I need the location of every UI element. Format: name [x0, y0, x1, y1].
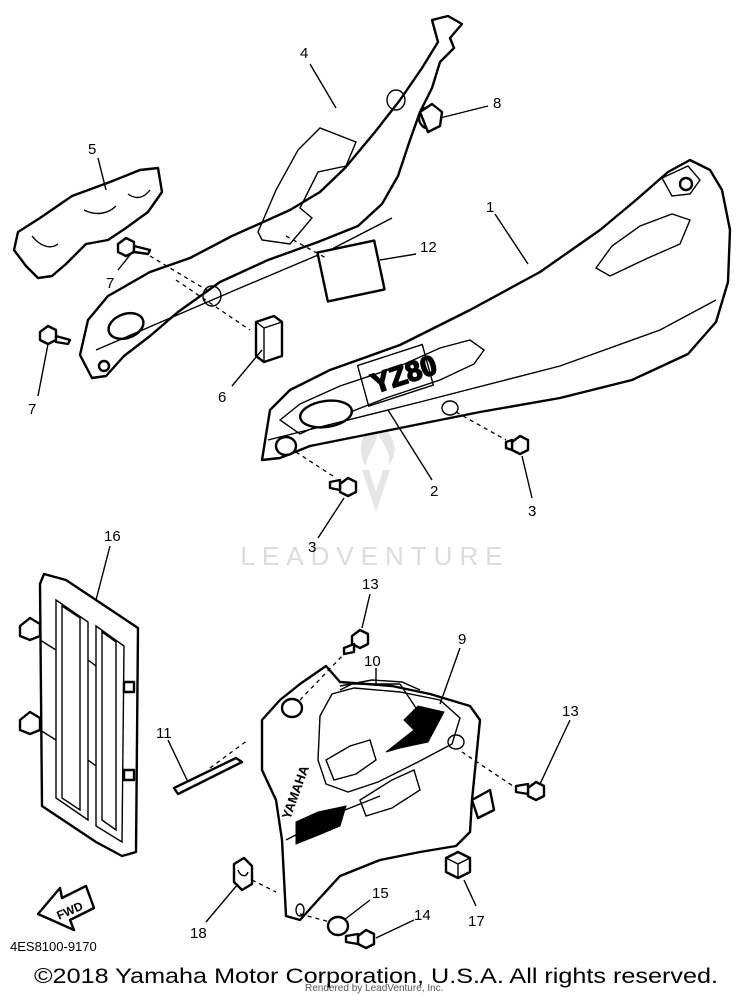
callout-3-right: 3	[528, 503, 536, 520]
part-4-side-cover	[78, 14, 464, 380]
part-5-frame-cover	[12, 166, 164, 280]
callout-1: 1	[486, 199, 494, 216]
part-8-grommet	[417, 102, 444, 134]
callout-7-upper: 7	[106, 275, 114, 292]
callout-2: 2	[430, 483, 438, 500]
copyright-text: ©2018 Yamaha Motor Corporation, U.S.A. A…	[34, 965, 718, 988]
part-18-band-clip	[232, 856, 254, 892]
part-3-bolt-left	[328, 476, 358, 498]
part-16-radiator-guard	[18, 572, 140, 858]
callout-18: 18	[190, 925, 207, 942]
callout-12: 12	[420, 239, 437, 256]
callout-16: 16	[104, 528, 121, 545]
callout-14: 14	[414, 907, 431, 924]
part-6-damper	[254, 314, 284, 364]
rendered-by-text: Rendered by LeadVenture, Inc.	[305, 983, 443, 994]
part-13-bolt-upper	[342, 628, 370, 656]
callout-9: 9	[458, 631, 466, 648]
diagram-code: 4ES8100-9170	[10, 939, 97, 954]
callout-17: 17	[468, 913, 485, 930]
callout-10: 10	[364, 653, 381, 670]
part-9-shroud: YAMAHA	[260, 664, 496, 922]
part-7-bolt-upper	[116, 236, 152, 258]
callout-5: 5	[88, 141, 96, 158]
callout-8: 8	[493, 95, 501, 112]
part-11-strip	[172, 756, 244, 796]
callouts: 4 5 8 1 12 7 7 6 2 3 3 16 13 10 9 11 13 …	[28, 45, 579, 942]
callout-3-left: 3	[308, 539, 316, 556]
part-17-clip-nut	[444, 850, 472, 880]
callout-4: 4	[300, 45, 308, 62]
callout-7-lower: 7	[28, 401, 36, 418]
callout-15: 15	[372, 885, 389, 902]
part-13-bolt-right	[514, 780, 546, 802]
callout-11: 11	[156, 725, 172, 742]
leader-lines	[37, 63, 571, 939]
callout-13-upper: 13	[362, 576, 379, 593]
part-3-bolt-right	[504, 434, 530, 456]
callout-13-right: 13	[562, 703, 579, 720]
part-14-bolt	[344, 928, 376, 950]
callout-6: 6	[218, 389, 226, 406]
fwd-arrow: FWD	[36, 884, 96, 932]
part-12-label	[316, 239, 386, 303]
watermark-text: LEADVENTURE	[240, 541, 509, 571]
part-1-side-cover: YZ80	[260, 158, 732, 462]
part-7-bolt-lower	[38, 324, 72, 346]
part-10-graphic	[339, 679, 421, 691]
part-15-washer	[326, 915, 350, 937]
